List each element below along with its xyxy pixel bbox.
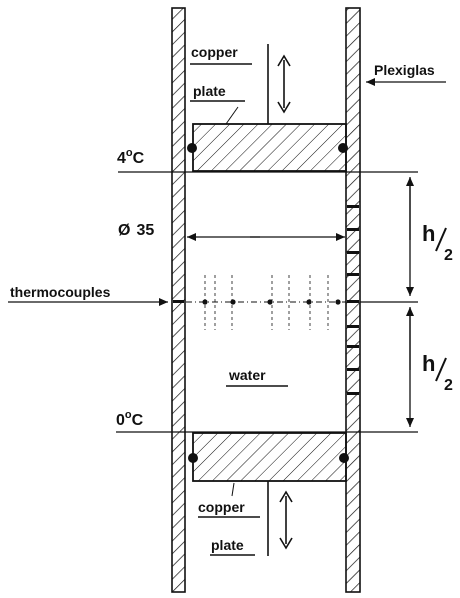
label-plate-top: plate (193, 83, 226, 99)
label-water: water (228, 367, 266, 383)
label-thermocouples: thermocouples (10, 284, 111, 300)
copper-plate-top (192, 123, 347, 172)
seal-ring-bottom-left (188, 453, 198, 463)
svg-text:2: 2 (444, 247, 453, 264)
label-h-half-bottom: h 2 (422, 351, 453, 394)
label-temp-bottom: 0oC (116, 409, 144, 429)
seal-ring-top-left (187, 143, 197, 153)
label-h-half-top: h 2 (422, 221, 453, 264)
thermocouple-junctions (202, 299, 341, 305)
seal-ring-bottom-right (339, 453, 349, 463)
label-temp-top: 4oC (117, 147, 145, 167)
copper-plate-bottom (192, 432, 347, 482)
label-plate-bottom: plate (211, 537, 244, 553)
copper-bottom-leader (231, 482, 235, 497)
seal-ring-top-right (338, 143, 348, 153)
label-copper-top: copper (191, 44, 238, 60)
thermocouple-probes (173, 205, 359, 395)
copper-top-leader (225, 106, 239, 125)
svg-text:h: h (422, 351, 435, 376)
label-copper-bottom: copper (198, 499, 245, 515)
svg-text:h: h (422, 221, 435, 246)
svg-text:2: 2 (444, 377, 453, 394)
label-plexiglas: Plexiglas (374, 62, 435, 78)
